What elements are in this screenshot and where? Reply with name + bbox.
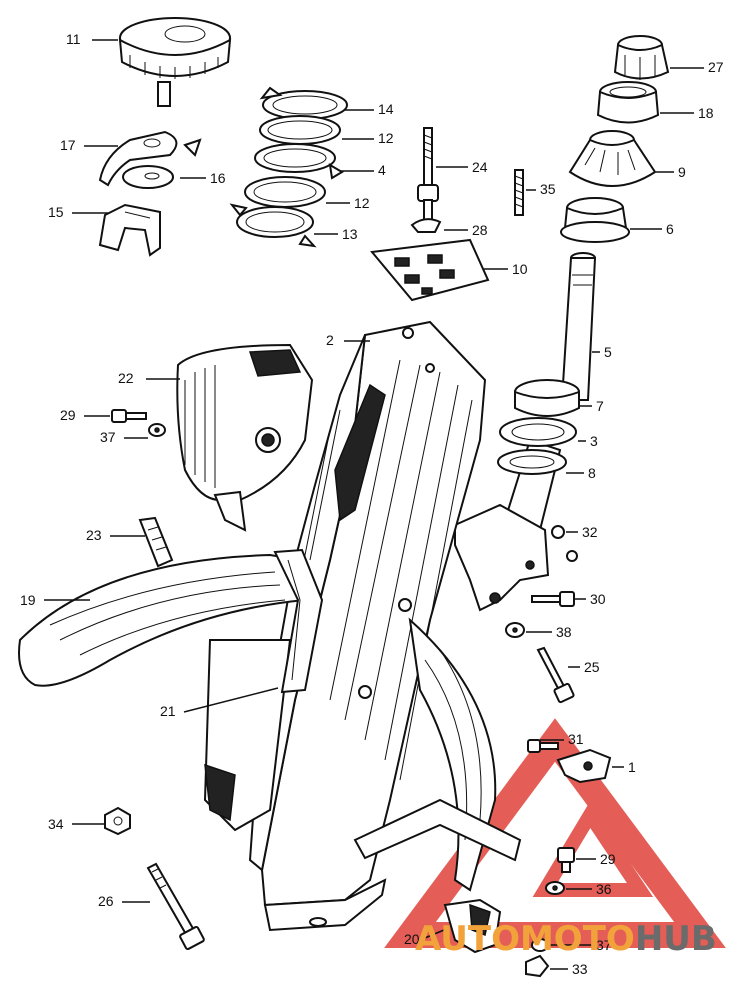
part-31-bolt xyxy=(527,739,559,753)
callout-c8: 8 xyxy=(588,465,596,481)
callout-c13: 13 xyxy=(342,226,358,242)
fender-stay xyxy=(353,798,522,862)
part-29-screw-left xyxy=(111,409,147,423)
lower-bracket xyxy=(454,503,550,612)
callout-c35: 35 xyxy=(540,181,556,197)
callout-c27: 27 xyxy=(708,59,724,75)
part-12-ring-lower xyxy=(244,176,326,208)
part-28-clip xyxy=(410,218,442,233)
part-16-washer xyxy=(122,165,174,189)
part-38-washer xyxy=(505,622,525,638)
callout-c10: 10 xyxy=(512,261,528,277)
part-18-bearing-race xyxy=(596,81,660,124)
part-36-washer xyxy=(545,881,565,895)
callout-c32: 32 xyxy=(582,524,598,540)
part-35-stud xyxy=(514,169,524,216)
callout-c16: 16 xyxy=(210,170,226,186)
callout-c3: 3 xyxy=(590,433,598,449)
callout-c1: 1 xyxy=(628,759,636,775)
part-9-cone xyxy=(568,130,657,187)
callout-c19: 19 xyxy=(20,592,36,608)
part-26-bolt xyxy=(146,862,205,951)
part-11-cap-nut xyxy=(118,17,232,107)
part-1-clamp xyxy=(556,748,612,784)
part-37-washer-right xyxy=(531,938,549,952)
part-20-axle-clamp xyxy=(443,898,502,954)
callout-c34: 34 xyxy=(48,816,64,832)
part-29-screw-right xyxy=(557,847,575,873)
callout-c38: 38 xyxy=(556,624,572,640)
callout-c37a: 37 xyxy=(100,429,116,445)
part-34-nut xyxy=(104,806,131,836)
part-37-washer-left xyxy=(148,423,166,437)
callout-c20: 20 xyxy=(404,931,420,947)
callout-c21: 21 xyxy=(160,703,176,719)
callout-c33: 33 xyxy=(572,961,588,977)
callout-c11: 11 xyxy=(66,31,81,47)
part-14-ring xyxy=(259,86,348,120)
callout-c23: 23 xyxy=(86,527,102,543)
part-3-ring xyxy=(499,417,577,447)
callout-c22: 22 xyxy=(118,370,134,386)
part-4-ring xyxy=(254,143,344,180)
part-24-bolt xyxy=(417,127,439,221)
part-13-ring xyxy=(229,203,317,248)
callout-c15: 15 xyxy=(48,204,64,220)
part-33-nut xyxy=(525,954,550,978)
callout-c36: 36 xyxy=(596,881,612,897)
callout-c30: 30 xyxy=(590,591,606,607)
part-25-bolt xyxy=(536,646,575,704)
callout-c29b: 29 xyxy=(600,851,616,867)
callout-c18: 18 xyxy=(698,105,714,121)
callout-c4: 4 xyxy=(378,162,386,178)
watermark-text: AUTOMOTOHUB xyxy=(415,919,717,959)
part-22-headlight-shell xyxy=(176,343,314,532)
watermark-part1: AUTOMOTO xyxy=(415,919,635,959)
part-23-bracket xyxy=(138,516,174,568)
callout-c12b: 12 xyxy=(354,195,370,211)
callout-labels: 1114124121317161524283510271896573822229… xyxy=(20,31,724,977)
part-8-ring xyxy=(497,449,567,475)
part-10-plate xyxy=(370,238,490,302)
part-17-bracket xyxy=(98,130,202,187)
callout-c37b: 37 xyxy=(596,937,612,953)
watermark-part2: HUB xyxy=(635,919,717,959)
part-6-cup xyxy=(560,197,630,243)
part-32-nut xyxy=(551,525,578,562)
leader-line-c20 xyxy=(419,929,445,941)
part-7-ring xyxy=(514,379,580,417)
callout-c26: 26 xyxy=(98,893,114,909)
part-27-bearing-nut xyxy=(613,35,670,80)
callout-c25: 25 xyxy=(584,659,600,675)
part-15-mount xyxy=(98,203,161,257)
part-30-bolt xyxy=(531,591,575,607)
callout-c5: 5 xyxy=(604,344,612,360)
callout-c2: 2 xyxy=(326,332,334,348)
callout-c7: 7 xyxy=(596,398,604,414)
callout-c28: 28 xyxy=(472,222,488,238)
leader-line-c21 xyxy=(183,687,279,713)
callout-c9: 9 xyxy=(678,164,686,180)
callout-c6: 6 xyxy=(666,221,674,237)
part-21-fender-band xyxy=(273,548,324,694)
callout-c12a: 12 xyxy=(378,130,394,146)
callout-c17: 17 xyxy=(60,137,76,153)
callout-c14: 14 xyxy=(378,101,394,117)
callout-c31: 31 xyxy=(568,731,584,747)
part-12-ring-upper xyxy=(259,115,341,145)
callout-c24: 24 xyxy=(472,159,488,175)
callout-c29a: 29 xyxy=(60,407,76,423)
